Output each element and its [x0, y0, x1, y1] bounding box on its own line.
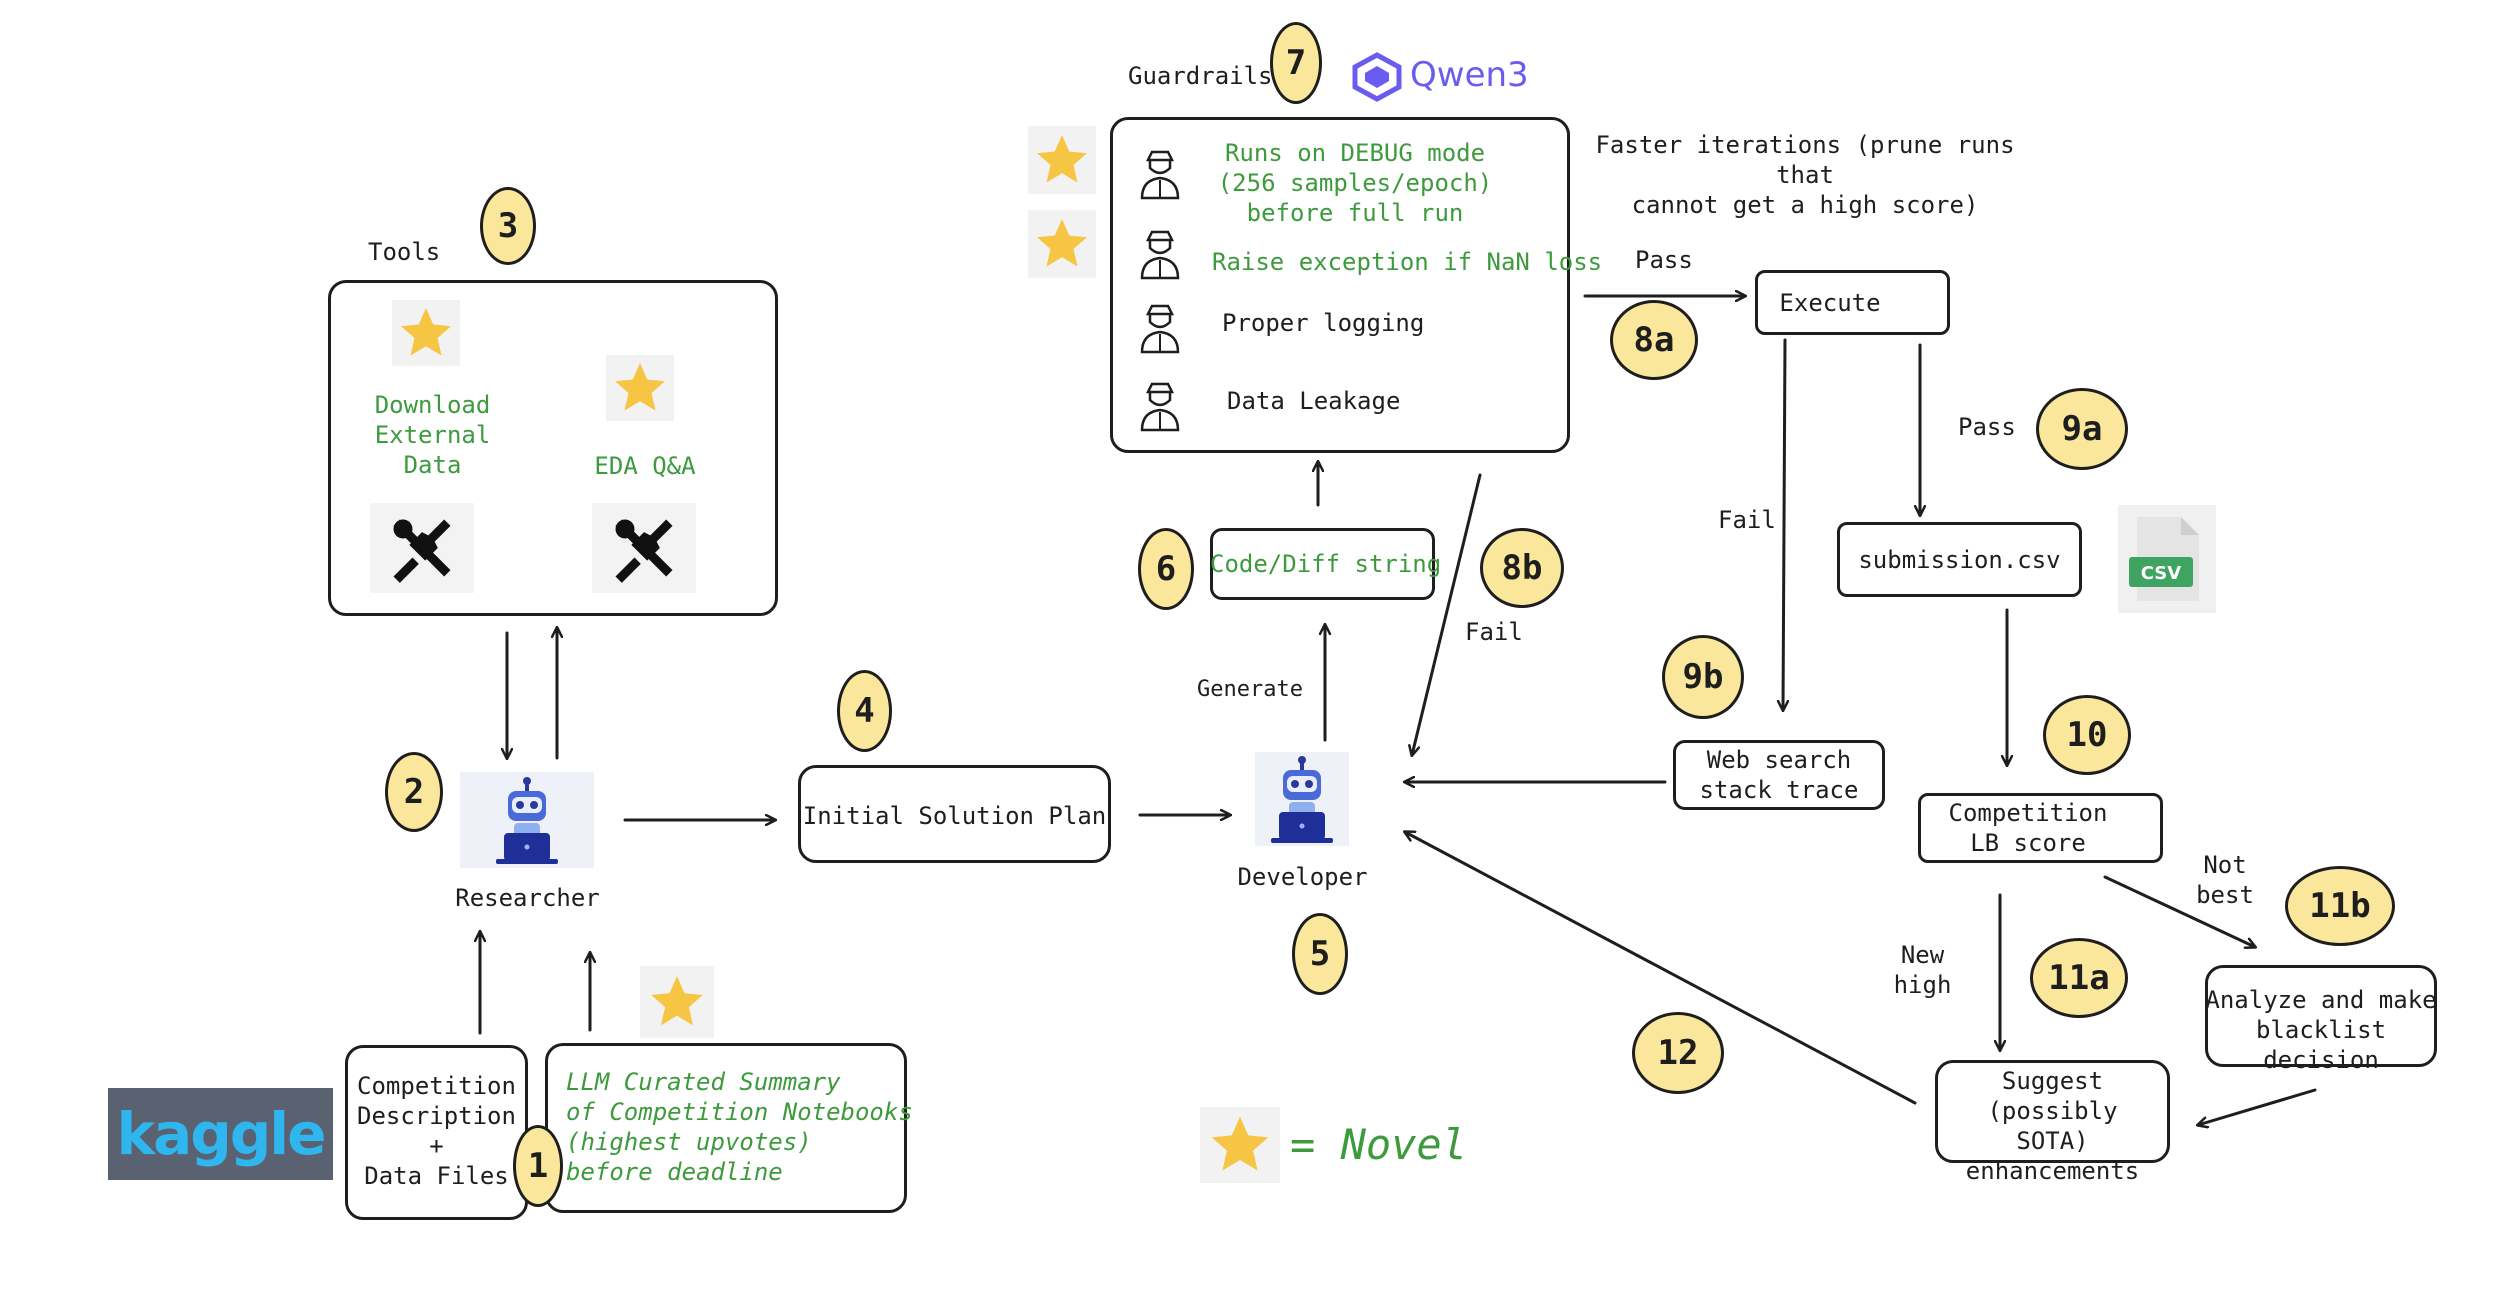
- guardrail-nan-text: Raise exception if NaN loss: [1212, 248, 1603, 276]
- guard-icon: [1140, 230, 1180, 280]
- star-icon: [640, 966, 714, 1038]
- researcher-robot-icon: [460, 772, 594, 868]
- legend-star-icon: [1200, 1107, 1280, 1183]
- fail-label-2: Fail: [1465, 618, 1523, 646]
- guard-icon: [1140, 150, 1180, 200]
- submission-text: submission.csv: [1858, 546, 2061, 574]
- kaggle-logo: kaggle: [108, 1088, 333, 1180]
- tools-label: Tools: [368, 238, 441, 266]
- arrow-lb-to-analyze-notbest: [2103, 875, 2255, 947]
- arrow-analyze-to-suggest: [2198, 1088, 2317, 1125]
- badge-5: 5: [1292, 913, 1348, 995]
- analyze-text: Analyze and make blacklist decision: [2205, 986, 2437, 1074]
- badge-2: 2: [385, 752, 443, 832]
- tools-icon: [592, 503, 696, 593]
- execute-text: Execute: [1779, 289, 1881, 317]
- badge-11a: 11a: [2030, 938, 2128, 1018]
- badge-9b: 9b: [1662, 635, 1744, 719]
- csv-label: CSV: [2141, 563, 2182, 584]
- code-diff-text: Code/Diff string: [1210, 550, 1442, 578]
- star-icon: [1028, 210, 1096, 278]
- badge-9a: 9a: [2036, 388, 2128, 470]
- badge-4: 4: [837, 670, 892, 752]
- guard-icon: [1140, 304, 1180, 354]
- guardrail-leakage-text: Data Leakage: [1227, 387, 1401, 415]
- badge-3: 3: [480, 187, 536, 265]
- developer-label: Developer: [1237, 863, 1368, 891]
- submission-box: [1837, 522, 2082, 597]
- arrow-execute-fail-to-websearch: [1783, 338, 1785, 710]
- pass-label: Pass: [1635, 246, 1693, 274]
- badge-12: 12: [1632, 1012, 1724, 1094]
- lb-score-text: Competition LB score: [1948, 799, 2108, 857]
- arrow-suggest-to-developer: [1405, 832, 1917, 1105]
- badge-8b: 8b: [1480, 528, 1564, 608]
- csv-file-icon: CSV: [2118, 505, 2216, 613]
- suggest-text: Suggest (possibly SOTA) enhancements: [1965, 1067, 2140, 1185]
- initial-plan-box: [798, 765, 1111, 863]
- legend-novel-label: = Novel: [1290, 1120, 1468, 1169]
- badge-6: 6: [1138, 528, 1194, 610]
- competition-text: Competition Description + Data Files: [357, 1072, 516, 1190]
- llm-summary-text: LLM Curated Summary of Competition Noteb…: [566, 1068, 913, 1186]
- qwen-logo: [1352, 52, 1402, 102]
- star-icon: [1028, 126, 1096, 194]
- faster-iterations-note: Faster iterations (prune runs that canno…: [1595, 131, 2015, 219]
- analyze-box: [2205, 965, 2437, 1067]
- execute-box: [1755, 270, 1950, 335]
- arrow-guardrails-fail-to-developer: [1412, 473, 1482, 755]
- star-icon: [392, 300, 460, 366]
- code-diff-box: [1210, 528, 1435, 600]
- web-search-box: [1673, 740, 1885, 810]
- guardrails-box: [1110, 117, 1570, 453]
- tool-download-label: Download External Data: [374, 391, 491, 479]
- initial-plan-text: Initial Solution Plan: [802, 802, 1107, 830]
- badge-10: 10: [2043, 695, 2131, 775]
- star-icon: [606, 355, 674, 421]
- llm-summary-box: [545, 1043, 907, 1213]
- generate-label: Generate: [1197, 677, 1303, 702]
- fail-label: Fail: [1718, 506, 1776, 534]
- badge-8a: 8a: [1610, 300, 1698, 380]
- guardrail-logging-text: Proper logging: [1222, 309, 1425, 337]
- kaggle-text: kaggle: [116, 1100, 327, 1168]
- researcher-label: Researcher: [455, 884, 600, 912]
- developer-robot-icon: [1255, 752, 1349, 846]
- qwen-label: Qwen3: [1410, 55, 1529, 95]
- guard-icon: [1140, 382, 1180, 432]
- not-best-label: Not best: [2196, 851, 2254, 909]
- pass-label-2: Pass: [1958, 413, 2016, 441]
- lb-score-box: [1918, 793, 2163, 863]
- suggest-box: [1935, 1060, 2170, 1163]
- guardrail-debug-text: Runs on DEBUG mode (256 samples/epoch) b…: [1217, 139, 1493, 227]
- guardrails-label: Guardrails: [1128, 62, 1273, 90]
- badge-11b: 11b: [2285, 866, 2395, 946]
- badge-1: 1: [513, 1125, 563, 1207]
- web-search-text: Web search stack trace: [1699, 746, 1859, 804]
- tool-eda-label: EDA Q&A: [594, 452, 696, 480]
- tools-icon: [370, 503, 474, 593]
- new-high-label: New high: [1893, 941, 1952, 999]
- badge-7: 7: [1270, 22, 1322, 104]
